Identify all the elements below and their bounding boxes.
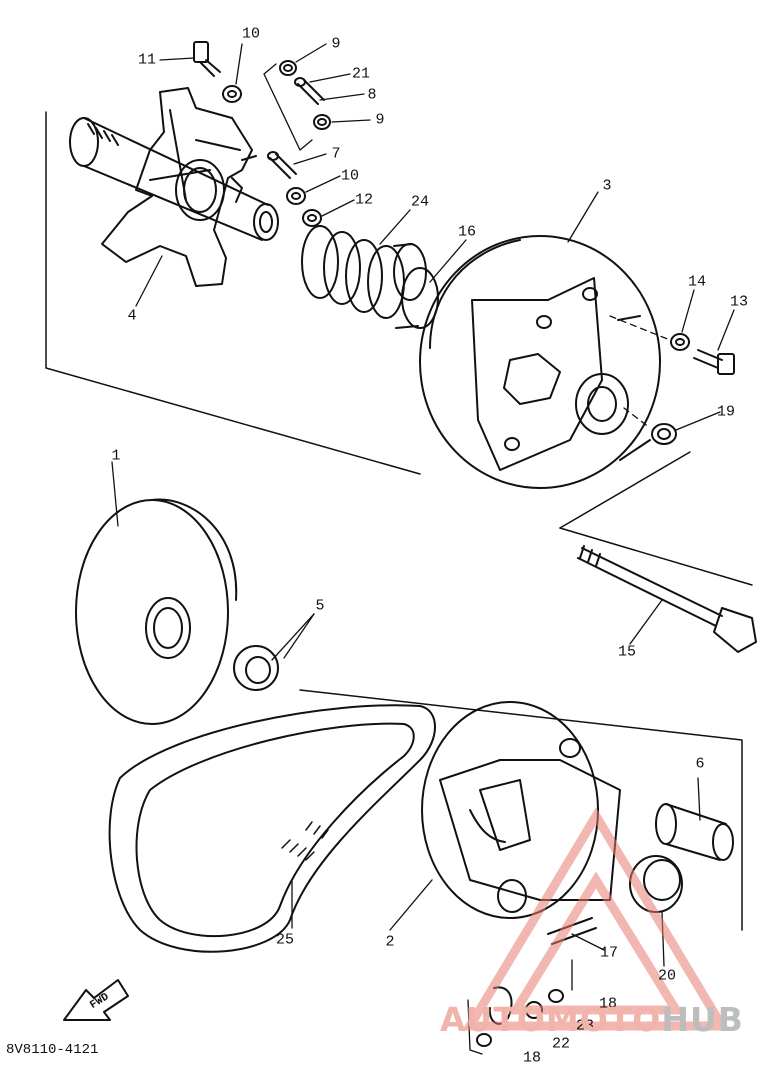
primary-cover [419, 235, 661, 489]
frame-lines [45, 111, 753, 931]
callout-21: 21 [351, 65, 371, 83]
cover-hardware [609, 315, 735, 445]
watermark-triangle-icon [462, 807, 730, 1031]
watermark-part-hub: HUB [661, 1000, 744, 1039]
callout-6: 6 [695, 755, 705, 773]
callout-14: 14 [687, 273, 707, 291]
long-bolt [577, 545, 757, 653]
drawing-code: 8V8110-4121 [6, 1042, 99, 1058]
fwd-arrow-icon [63, 979, 129, 1021]
callout-10-bottom: 10 [340, 167, 360, 185]
small-hardware [193, 41, 331, 227]
callout-24: 24 [410, 193, 430, 211]
callout-19: 19 [716, 403, 736, 421]
callout-12: 12 [354, 191, 374, 209]
callout-8: 8 [367, 86, 377, 104]
callout-22: 22 [551, 1035, 571, 1053]
belt-ribs [281, 821, 329, 861]
callout-18-bottom: 18 [522, 1049, 542, 1067]
callout-5: 5 [315, 597, 325, 615]
drive-belt [108, 704, 436, 953]
watermark-part-auto: AUTO [440, 1000, 546, 1039]
watermark-text: AUTOMOTOHUB [440, 1000, 744, 1039]
callout-13: 13 [729, 293, 749, 311]
callout-10-top: 10 [241, 25, 261, 43]
callout-23: 23 [575, 1017, 595, 1035]
watermark-part-moto: MOTO [545, 1000, 662, 1039]
callout-4: 4 [127, 307, 137, 325]
callout-15: 15 [617, 643, 637, 661]
movable-sheave [75, 498, 238, 725]
callout-3: 3 [602, 177, 612, 195]
callout-2: 2 [385, 933, 395, 951]
spring-and-sleeve [301, 225, 439, 329]
callout-25: 25 [275, 931, 295, 949]
callout-20: 20 [657, 967, 677, 985]
callout-7: 7 [331, 145, 341, 163]
callout-11: 11 [137, 51, 157, 69]
callout-17: 17 [599, 944, 619, 962]
bushing [233, 645, 279, 691]
callout-18-right: 18 [598, 995, 618, 1013]
callout-9-bottom: 9 [375, 111, 385, 129]
callout-9-top: 9 [331, 35, 341, 53]
clutch-sleeve [655, 803, 734, 861]
fixed-sheave-shaft [69, 87, 279, 287]
callout-16: 16 [457, 223, 477, 241]
callout-1: 1 [111, 447, 121, 465]
